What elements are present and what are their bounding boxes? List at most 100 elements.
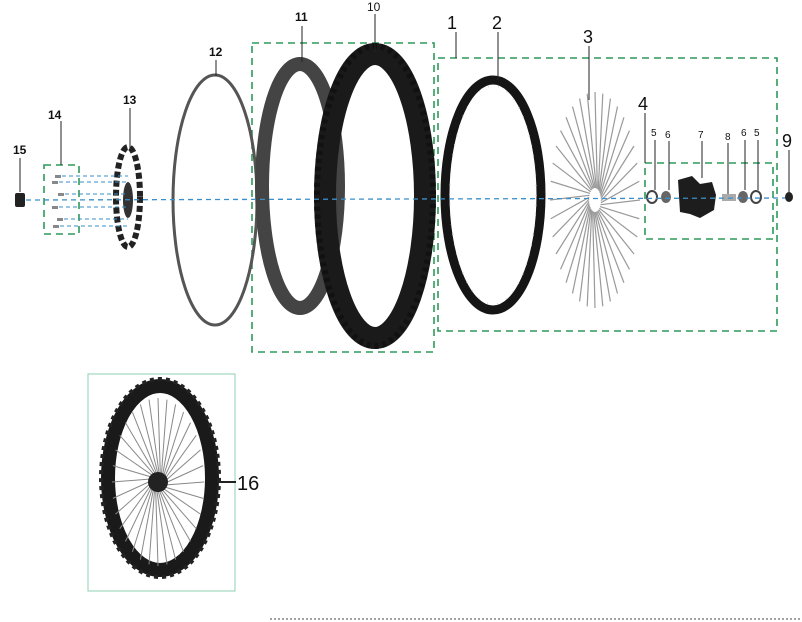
spoke (155, 489, 159, 567)
spoke (552, 198, 590, 238)
hub (678, 176, 716, 218)
spoke (600, 130, 631, 197)
callout-2: 2 (492, 13, 502, 33)
spoke (600, 180, 640, 204)
spoke (163, 435, 197, 481)
callout-8: 8 (725, 132, 731, 143)
axle-nut (15, 193, 25, 207)
spoke (550, 196, 590, 220)
spoke (131, 486, 154, 552)
callout-13: 13 (123, 93, 137, 107)
callout-6-left: 6 (665, 130, 671, 141)
spoke (119, 483, 153, 529)
spoke (560, 130, 593, 190)
spoke (598, 209, 635, 255)
callout-6-right: 6 (741, 128, 747, 139)
spoke (550, 180, 591, 195)
spoke (586, 210, 593, 307)
disc-bolts (52, 175, 64, 228)
spoke (599, 207, 638, 238)
bearing-right (738, 191, 748, 203)
spoke (115, 449, 155, 477)
axle-centerline (25, 197, 786, 201)
spoke (160, 399, 168, 476)
assembled-wheel-spokes (111, 397, 205, 567)
callout-11: 11 (295, 10, 308, 24)
spoke (163, 449, 201, 483)
assembled-wheel-hub (148, 472, 168, 492)
spoke (160, 488, 197, 529)
spoke (600, 145, 635, 199)
spokes (549, 91, 641, 309)
spoke (598, 98, 611, 192)
inner-tube (255, 57, 345, 315)
spoke (552, 162, 591, 193)
spoke (131, 411, 158, 475)
spoke (600, 162, 638, 202)
bearing-left (661, 191, 671, 203)
spoke (595, 211, 619, 294)
callout-5-left: 5 (651, 128, 657, 139)
callout-10: 10 (367, 0, 381, 14)
spoke (112, 465, 154, 478)
tire (314, 43, 436, 349)
spoke (125, 484, 153, 542)
spoke (159, 489, 191, 542)
callout-9: 9 (782, 131, 792, 151)
spoke (163, 481, 205, 486)
spoke (594, 91, 598, 189)
spoke (139, 404, 159, 475)
callout-5-right: 5 (754, 128, 760, 139)
seal-right (750, 190, 762, 204)
spoke (565, 205, 591, 283)
seal-left (646, 190, 658, 204)
callout-16: 16 (237, 473, 259, 495)
spoke (549, 194, 590, 201)
assembled-wheel-tire (101, 379, 219, 577)
spoke (148, 488, 156, 565)
spoke (586, 93, 597, 189)
assembled-wheel-tread (99, 377, 221, 579)
callout-4: 4 (638, 94, 648, 114)
rim (440, 75, 546, 315)
spoke (555, 145, 592, 191)
spoke (161, 404, 177, 477)
spoke (600, 199, 641, 206)
callout-15: 15 (13, 143, 27, 157)
spoke (594, 211, 611, 302)
spoke (163, 465, 204, 485)
spoke (599, 117, 625, 195)
spoke (555, 201, 590, 255)
rim-spoke-holes (449, 85, 537, 305)
spoke (597, 210, 630, 270)
spoke (111, 478, 153, 483)
spoke (162, 412, 185, 478)
callout-14: 14 (48, 108, 62, 122)
spoke (112, 479, 153, 499)
callout-1: 1 (447, 13, 457, 33)
spoke (579, 208, 592, 302)
spoke (158, 489, 185, 553)
callout-3: 3 (583, 27, 593, 47)
spoke (148, 399, 160, 475)
spoke (592, 211, 596, 309)
spoke (559, 203, 590, 270)
callout-12: 12 (209, 45, 223, 59)
spoke (162, 486, 204, 499)
hub-group-box (644, 162, 774, 240)
spoke (596, 211, 625, 283)
callout-7: 7 (698, 130, 704, 141)
spoke (125, 422, 157, 475)
spoke (115, 481, 153, 515)
spoke (565, 117, 594, 189)
spoke (163, 422, 191, 480)
spoke (161, 487, 201, 515)
spoke (597, 93, 604, 190)
axle-end-nut (785, 192, 793, 202)
spoke (156, 489, 168, 565)
spoke (139, 487, 155, 560)
spoke (119, 435, 156, 476)
spoke (599, 205, 640, 220)
rim-group-box (437, 57, 778, 332)
